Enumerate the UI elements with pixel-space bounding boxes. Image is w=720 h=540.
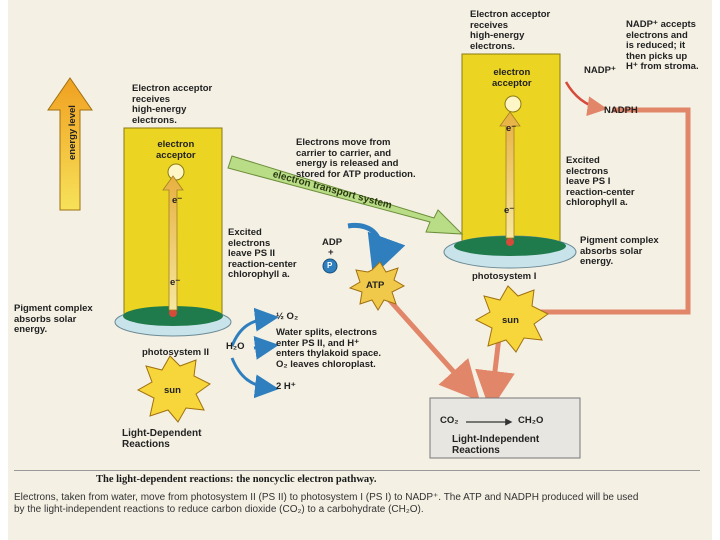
p-label: P: [327, 261, 333, 270]
ps1-column: [443, 53, 577, 269]
atp-synthesis-arrow: [347, 222, 406, 277]
electron-acceptor-left: electron acceptor: [156, 139, 196, 161]
photosystem-one-label: photosystem I: [472, 271, 537, 282]
e-minus-right-top: e⁻: [506, 123, 517, 134]
caption-body: Electrons, taken from water, move from p…: [14, 492, 639, 515]
sun-left-label: sun: [164, 385, 181, 396]
ps2-column: [114, 127, 232, 337]
light-independent-box: [429, 397, 581, 459]
light-independent-label: Light-Independent Reactions: [452, 434, 540, 456]
atp-label: ATP: [366, 280, 385, 291]
water-splits-note: Water splits, electrons enter PS II, and…: [276, 327, 382, 370]
e-minus-right-bottom: e⁻: [504, 205, 515, 216]
e-minus-left-top: e⁻: [172, 195, 183, 206]
energy-level-arrow: [47, 77, 93, 211]
pigment-ps1-note: Pigment complex absorbs solar energy.: [580, 235, 659, 267]
excited-ps2-note: Excited electrons leave PS II reaction-c…: [228, 227, 297, 280]
acceptor-top-note: Electron acceptor receives high-energy e…: [470, 9, 551, 52]
sun-left: [136, 355, 211, 423]
energy-level-label: energy level: [67, 105, 78, 160]
plus-label: +: [328, 247, 334, 258]
electron-acceptor-right: electron acceptor: [492, 67, 532, 89]
caption-divider: [14, 470, 700, 471]
pigment-ps2-note: Pigment complex absorbs solar energy.: [14, 303, 93, 335]
atp-to-calvin-arrow: [382, 292, 481, 402]
nadp-note: NADP⁺ accepts electrons and is reduced; …: [626, 19, 699, 72]
two-h-label: 2 H⁺: [276, 381, 296, 392]
atp-burst: [348, 261, 406, 311]
excited-ps1-note: Excited electrons leave PS I reaction-ce…: [566, 155, 635, 208]
photosystem-two-label: photosystem II: [142, 347, 210, 358]
nadp-plus-label: NADP⁺: [584, 65, 616, 76]
ch2o-label: CH₂O: [518, 415, 544, 426]
co2-label: CO₂: [440, 415, 459, 426]
phosphate-circle: [322, 258, 338, 274]
sun-right-label: sun: [502, 315, 519, 326]
electron-transport-arrow: [227, 155, 464, 235]
electrons-move-note: Electrons move from carrier to carrier, …: [296, 137, 416, 180]
caption-title: The light-dependent reactions: the noncy…: [96, 474, 377, 485]
h2o-label: H₂O: [226, 341, 245, 352]
acceptor-left-note: Electron acceptor receives high-energy e…: [132, 83, 213, 126]
sun-right: [474, 285, 549, 353]
e-minus-left-bottom: e⁻: [170, 277, 181, 288]
nadph-label: NADPH: [604, 105, 638, 116]
half-o2-label: ½ O₂: [276, 311, 299, 322]
adp-label: ADP: [322, 237, 343, 248]
light-dependent-label: Light-Dependent Reactions: [122, 428, 202, 450]
water-split-arrows: [230, 307, 279, 399]
